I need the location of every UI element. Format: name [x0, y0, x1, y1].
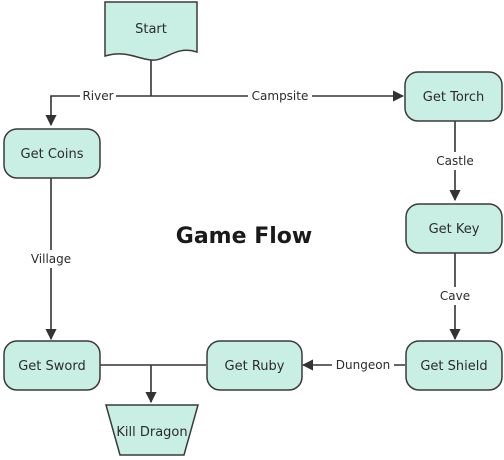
- edge-label-village-group: Village: [26, 250, 76, 268]
- edge-label-castle: Castle: [436, 154, 473, 168]
- edge-label-river-group: River: [80, 88, 116, 104]
- node-get-key-label: Get Key: [429, 222, 480, 237]
- edge-label-dungeon: Dungeon: [336, 358, 390, 372]
- node-kill-dragon-label: Kill Dragon: [116, 425, 187, 440]
- node-start: Start: [104, 1, 198, 61]
- node-get-sword: Get Sword: [3, 340, 101, 391]
- node-get-ruby: Get Ruby: [206, 340, 303, 391]
- edge-label-campsite-group: Campsite: [248, 88, 312, 104]
- node-get-coins: Get Coins: [3, 128, 101, 179]
- node-get-key: Get Key: [405, 203, 503, 254]
- node-get-shield: Get Shield: [405, 340, 503, 391]
- edge-label-cave-group: Cave: [436, 287, 474, 305]
- edge-label-river: River: [82, 89, 113, 103]
- node-get-torch-label: Get Torch: [423, 90, 484, 105]
- node-start-label: Start: [135, 22, 167, 37]
- edge-label-cave: Cave: [440, 289, 470, 303]
- node-get-sword-label: Get Sword: [18, 359, 86, 374]
- node-get-torch: Get Torch: [404, 71, 503, 122]
- edge-label-castle-group: Castle: [432, 152, 478, 170]
- node-get-ruby-label: Get Ruby: [225, 359, 285, 374]
- diagram-title: Game Flow: [176, 224, 312, 249]
- edge-river: [45, 95, 151, 127]
- edge-label-campsite: Campsite: [252, 89, 309, 103]
- edge-label-dungeon-group: Dungeon: [332, 357, 394, 373]
- node-get-coins-label: Get Coins: [21, 147, 84, 162]
- edge-label-village: Village: [31, 252, 71, 266]
- node-get-shield-label: Get Shield: [420, 359, 487, 374]
- node-kill-dragon: Kill Dragon: [105, 404, 199, 456]
